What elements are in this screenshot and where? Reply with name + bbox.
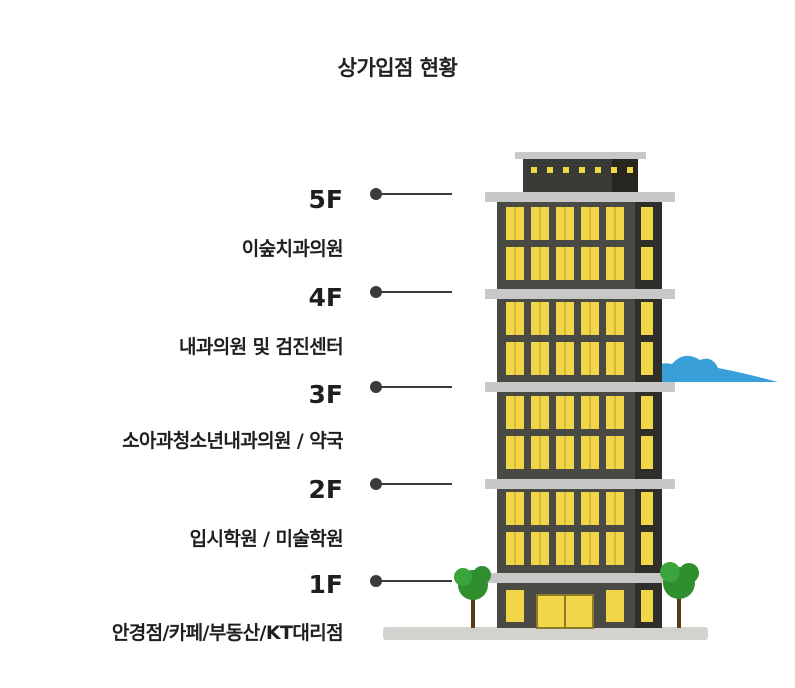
floor-3f-connector: [370, 381, 452, 393]
floor-1f-connector: [370, 575, 452, 587]
ledge-5f: [485, 289, 675, 299]
roof-light: [531, 167, 537, 173]
floor-5f-tenants: 이숲치과의원: [241, 238, 344, 260]
floor-4f-connector: [370, 286, 452, 298]
page-title: 상가입점 현황: [337, 56, 458, 80]
ground-strip: [383, 627, 708, 640]
floor-1f-label: 1F: [308, 570, 343, 599]
floor-4f-tenants: 내과의원 및 검진센터: [179, 336, 344, 358]
floor-3f-tenants: 소아과청소년내과의원 / 약국: [122, 430, 344, 452]
floor-5f-connector: [370, 188, 452, 200]
window-side: [641, 532, 653, 565]
ledge-2f: [485, 573, 675, 583]
floor-5f-label: 5F: [308, 185, 343, 214]
floor-2f-connector: [370, 478, 452, 490]
ledge-roof: [485, 192, 675, 202]
roof-light: [579, 167, 585, 173]
roof-light: [595, 167, 601, 173]
window-side: [641, 342, 653, 375]
floor-2f-label: 2F: [308, 475, 343, 504]
floor-1f-tenants: 안경점/카페/부동산/KT대리점: [111, 622, 344, 644]
window-side: [641, 492, 653, 525]
roof-light: [547, 167, 553, 173]
ledge-4f: [485, 382, 675, 392]
window-side: [641, 436, 653, 469]
roof-light: [627, 167, 633, 173]
building-body: [497, 198, 662, 628]
cloud-icon: [640, 355, 778, 382]
ledge-3f: [485, 479, 675, 489]
roof-light: [563, 167, 569, 173]
tree-right-icon: [660, 562, 699, 628]
window-side: [641, 207, 653, 240]
floor-2f-tenants: 입시학원 / 미술학원: [189, 528, 344, 550]
roof-light: [611, 167, 617, 173]
tree-left-icon: [454, 566, 491, 628]
window-side: [641, 247, 653, 280]
window-side: [641, 302, 653, 335]
floor-3f-label: 3F: [308, 380, 343, 409]
floor-4f-label: 4F: [308, 283, 343, 312]
window-side: [641, 396, 653, 429]
